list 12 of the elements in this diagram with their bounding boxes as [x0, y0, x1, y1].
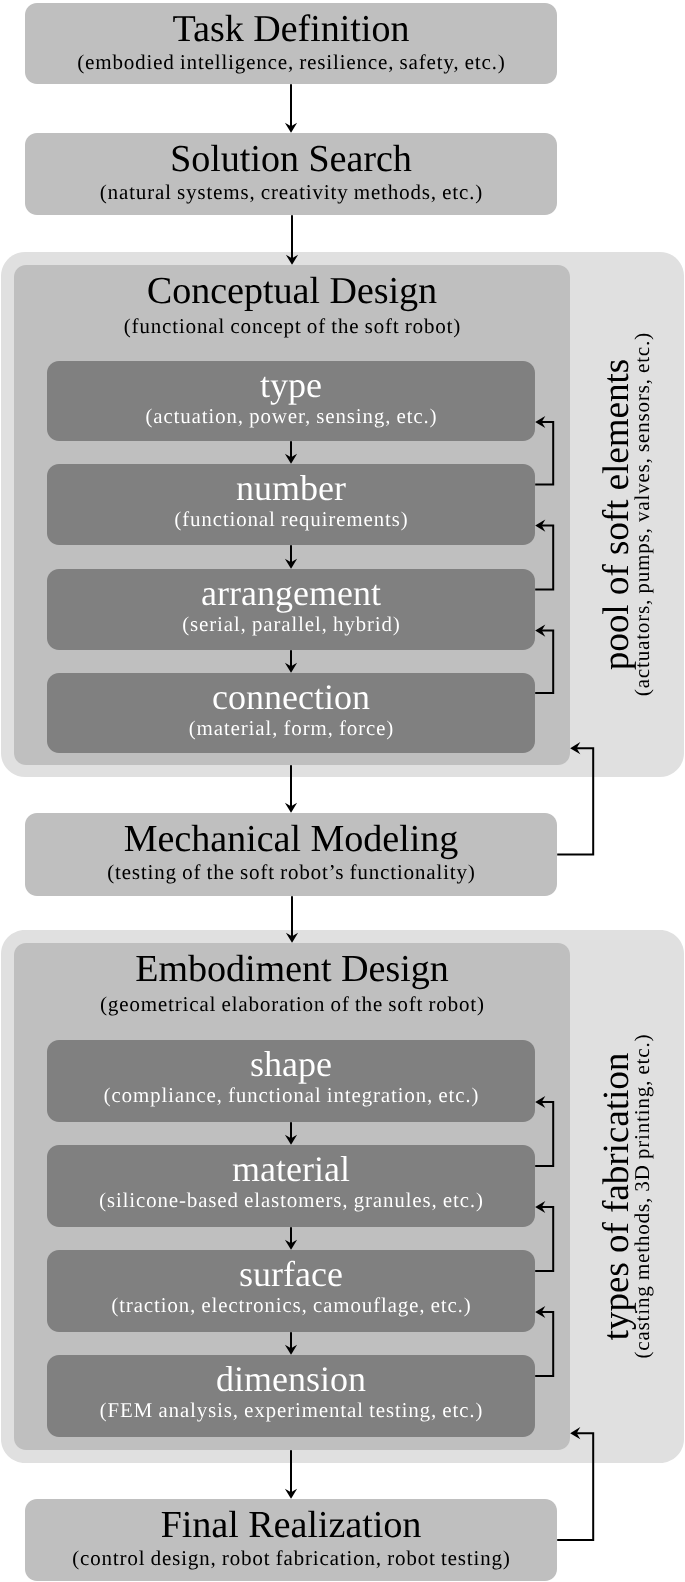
- step-box: arrangement (serial, parallel, hybrid): [47, 569, 535, 650]
- process-box: Solution Search (natural systems, creativity methods, etc.): [25, 133, 557, 215]
- step-box: type (actuation, power, sensing, etc.): [47, 361, 535, 441]
- process-box: Task Definition (embodied intelligence, resilience, safety, etc.): [25, 3, 557, 84]
- step-box: material (silicone-based elastomers, granules, etc.): [47, 1145, 535, 1227]
- step-box: shape (compliance, functional integration, etc.): [47, 1040, 535, 1122]
- step-box: surface (traction, electronics, camouflage, etc.): [47, 1250, 535, 1332]
- step-box: dimension (FEM analysis, experimental testing, etc.): [47, 1355, 535, 1437]
- step-box: connection (material, form, force): [47, 673, 535, 753]
- step-box: number (functional requirements): [47, 464, 535, 545]
- process-box: Mechanical Modeling (testing of the soft robot’s functionality): [25, 813, 557, 896]
- process-box: Final Realization (control design, robot fabrication, robot testing): [25, 1499, 557, 1581]
